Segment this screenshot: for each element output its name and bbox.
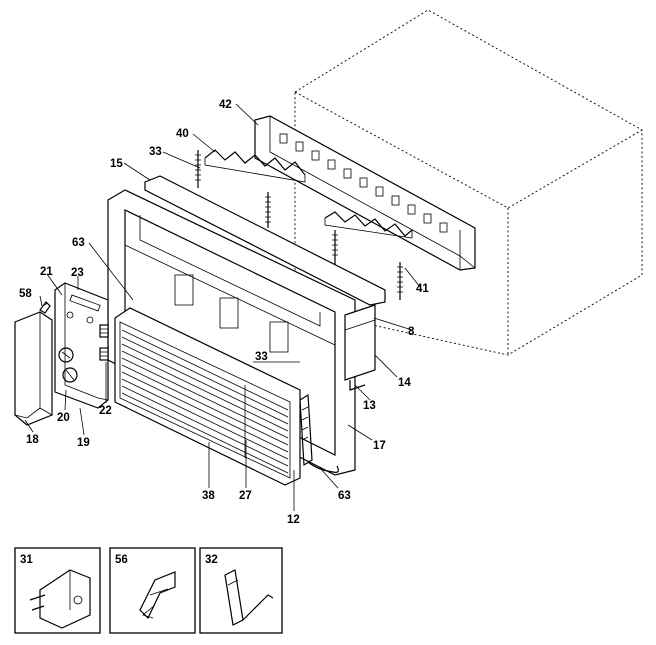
leader-lines [24, 103, 421, 511]
inset-32: 32 [199, 547, 283, 634]
callout-63: 63 [72, 237, 85, 249]
callout-33: 33 [149, 146, 162, 158]
callout-40: 40 [176, 128, 189, 140]
callout-17: 17 [373, 440, 386, 452]
front-grille [114, 307, 301, 486]
callout-22: 22 [99, 405, 112, 417]
inset-32-label: 32 [205, 554, 218, 566]
callout-19: 19 [77, 437, 90, 449]
inset-56: 56 [109, 547, 196, 634]
panel-door-18 [14, 311, 53, 426]
switch-22 [99, 324, 109, 361]
callout-15: 15 [110, 158, 123, 170]
inset-31: 31 [14, 547, 101, 634]
callout-13: 13 [363, 400, 376, 412]
grille-louvers [121, 329, 289, 474]
callout-41: 41 [416, 283, 429, 295]
knob-58 [39, 301, 51, 314]
callout-21: 21 [40, 266, 53, 278]
callout-27: 27 [239, 490, 252, 502]
callout-23: 23 [71, 267, 84, 279]
callout-33-lower: 33 [255, 351, 268, 363]
callout-18: 18 [26, 434, 39, 446]
callout-38: 38 [202, 490, 215, 502]
cabinet [294, 9, 643, 356]
callout-63-lower: 63 [338, 490, 351, 502]
callout-42: 42 [219, 99, 232, 111]
screws-33 [195, 150, 403, 300]
callout-20: 20 [57, 412, 70, 424]
callout-14: 14 [398, 377, 411, 389]
rear-rail-42 [254, 115, 476, 271]
inset-56-label: 56 [115, 554, 128, 566]
callout-12: 12 [287, 514, 300, 526]
callout-58: 58 [19, 288, 32, 300]
clip-12 [299, 393, 313, 467]
callout-labels: 42 40 33 15 63 21 23 58 8 41 33 14 13 17… [19, 99, 429, 526]
bracket-41 [324, 211, 413, 239]
callout-8: 8 [408, 326, 415, 338]
inset-31-label: 31 [20, 554, 33, 566]
bracket-40 [204, 149, 306, 183]
control-panel-23 [54, 282, 109, 409]
latch-63 [307, 461, 339, 473]
